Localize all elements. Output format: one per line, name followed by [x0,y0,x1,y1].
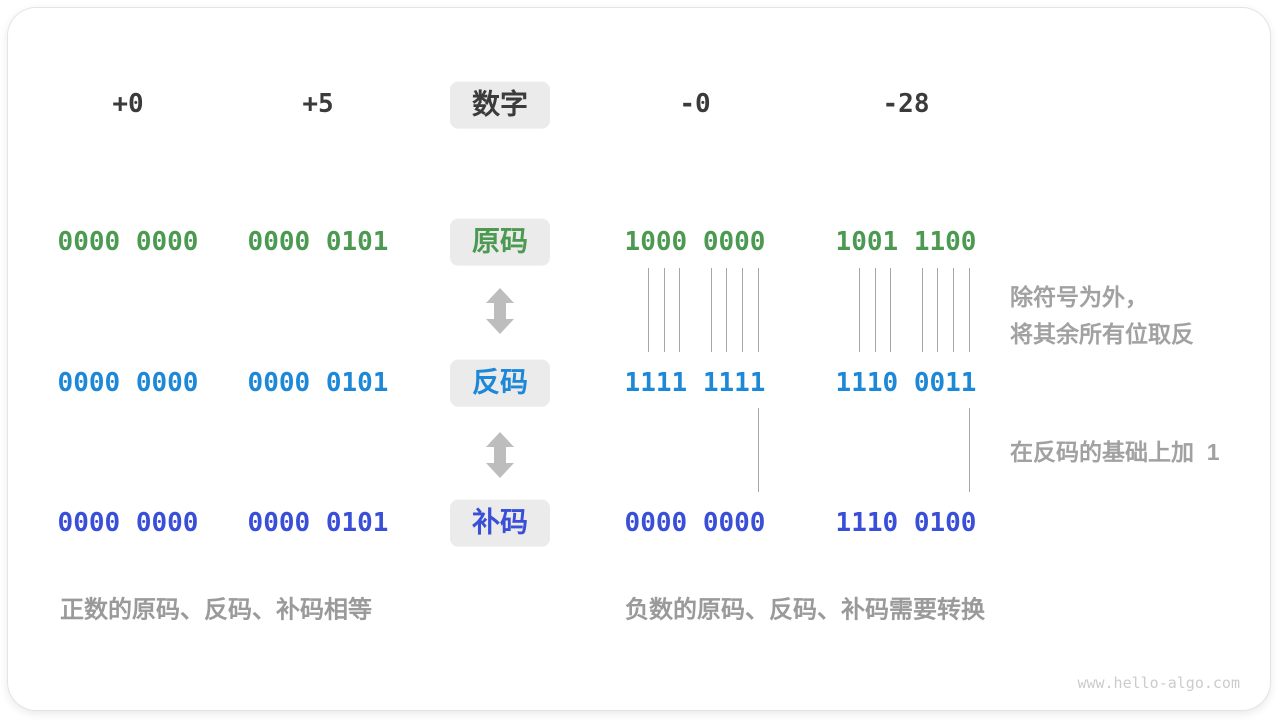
number-badge: 数字 [449,81,551,129]
bit-connector-line [922,268,923,352]
bit-connector-line [937,268,938,352]
bit-connector-line [859,268,860,352]
up-down-arrow-icon [486,288,514,334]
bit-connector-line [648,268,649,352]
bit-connector-line [890,268,891,352]
negative-numbers-caption: 负数的原码、反码、补码需要转换 [625,596,985,624]
sign-magnitude-value-minus28: 1001 1100 [835,227,977,257]
bit-connector-line [679,268,680,352]
sign-magnitude-value-plus5: 0000 0101 [247,227,389,257]
sign-magnitude-value-plus0: 0000 0000 [57,227,199,257]
ones-complement-value-plus5: 0000 0101 [247,368,389,398]
bit-connector-line [758,408,759,492]
twos-complement-value-minus28: 1110 0100 [835,508,977,538]
twos-complement-value-plus5: 0000 0101 [247,508,389,538]
bit-connector-line [953,268,954,352]
bit-connector-line [742,268,743,352]
header-label-minus-0: -0 [679,89,711,119]
ones-complement-value-plus0: 0000 0000 [57,368,199,398]
add-one-annotation: 在反码的基础上加 1 [1010,439,1220,465]
header-label-plus-5: +5 [302,89,334,119]
bit-connector-line [969,408,970,492]
sign-magnitude-badge: 原码 [449,218,551,266]
up-down-arrow-icon [486,432,514,478]
invert-annotation-line1: 除符号为外， [1010,284,1148,310]
twos-complement-badge: 补码 [449,499,551,547]
header-label-plus-0: +0 [112,89,144,119]
bit-connector-line [726,268,727,352]
twos-complement-value-plus0: 0000 0000 [57,508,199,538]
watermark: www.hello-algo.com [1077,674,1240,692]
bit-connector-line [969,268,970,352]
bit-connector-line [875,268,876,352]
ones-complement-badge: 反码 [449,359,551,407]
bit-connector-line [664,268,665,352]
header-label-minus-28: -28 [882,89,930,119]
invert-annotation-line2: 将其余所有位取反 [1010,321,1194,347]
sign-magnitude-value-minus0: 1000 0000 [624,227,766,257]
bit-connector-line [758,268,759,352]
twos-complement-value-minus0: 0000 0000 [624,508,766,538]
positive-numbers-caption: 正数的原码、反码、补码相等 [60,596,372,624]
figure-card [8,8,1270,710]
ones-complement-value-minus0: 1111 1111 [624,368,766,398]
bit-connector-line [711,268,712,352]
ones-complement-value-minus28: 1110 0011 [835,368,977,398]
